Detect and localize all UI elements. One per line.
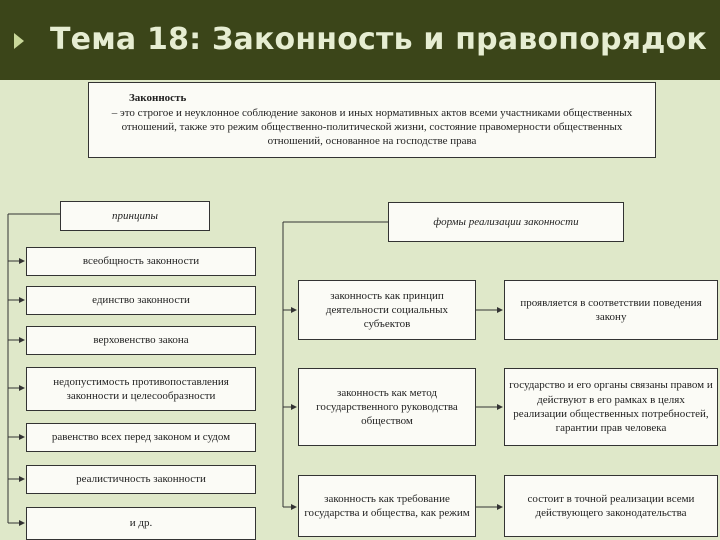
- bullet-arrow-icon: [14, 33, 24, 49]
- principles-heading: принципы: [60, 201, 210, 231]
- form-meaning: проявляется в соответствии поведения зак…: [504, 280, 718, 340]
- principle-item: всеобщность законности: [26, 247, 256, 276]
- principle-item: недопустимость противопоставления законн…: [26, 367, 256, 411]
- form-meaning: состоит в точной реализации всеми действ…: [504, 475, 718, 537]
- slide-title: Тема 18: Законность и правопорядок: [50, 22, 707, 57]
- title-bar: Тема 18: Законность и правопорядок: [0, 0, 720, 80]
- definition-text: – это строгое и неуклонное соблюдение за…: [111, 106, 633, 148]
- diagram: Законность – это строгое и неуклонное со…: [0, 80, 720, 540]
- definition-heading: Законность: [129, 92, 187, 105]
- connector-lines: [7, 213, 503, 526]
- principle-item: верховенство закона: [26, 326, 256, 355]
- form-item: законность как требование государства и …: [298, 475, 476, 537]
- form-meaning: государство и его органы связаны правом …: [504, 368, 718, 446]
- form-item: законность как принцип деятельности соци…: [298, 280, 476, 340]
- principle-item: единство законности: [26, 286, 256, 315]
- principle-item: и др.: [26, 507, 256, 540]
- form-item: законность как метод государственного ру…: [298, 368, 476, 446]
- principle-item: реалистичность законности: [26, 465, 256, 494]
- definition-box: Законность – это строгое и неуклонное со…: [88, 82, 656, 158]
- forms-heading: формы реализации законности: [388, 202, 624, 242]
- principle-item: равенство всех перед законом и судом: [26, 423, 256, 452]
